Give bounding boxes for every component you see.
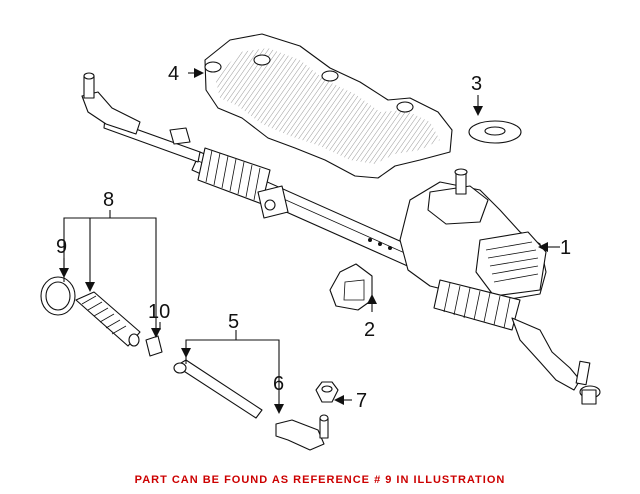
outer-tie-rod-end — [275, 414, 329, 451]
small-clamp — [145, 335, 163, 357]
callout-7: 7 — [356, 390, 367, 412]
callout-6: 6 — [273, 373, 284, 395]
steering-rack — [81, 72, 421, 269]
callout-5: 5 — [228, 311, 239, 333]
callout-8: 8 — [103, 189, 114, 211]
lock-nut — [315, 381, 339, 403]
rack-bracket — [329, 263, 373, 311]
gear-housing — [399, 168, 601, 405]
leader-lines — [59, 68, 560, 414]
callout-1: 1 — [560, 237, 571, 259]
callout-10: 10 — [148, 301, 170, 323]
bellows-boot — [75, 291, 141, 347]
callout-4: 4 — [168, 63, 179, 85]
inner-tie-rod — [173, 359, 263, 419]
callout-2: 2 — [364, 319, 375, 341]
clamp-ring — [40, 276, 76, 316]
heat-shield — [204, 33, 453, 179]
caption-note: PART CAN BE FOUND AS REFERENCE # 9 IN IL… — [134, 474, 506, 486]
washer — [468, 120, 522, 144]
callout-3: 3 — [471, 73, 482, 95]
callout-9: 9 — [56, 236, 67, 258]
